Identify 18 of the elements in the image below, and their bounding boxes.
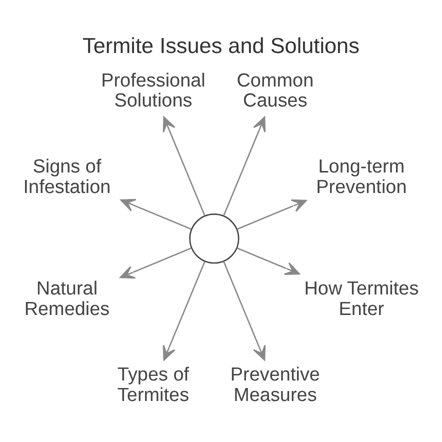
- node-text: Types of Termites: [117, 364, 190, 406]
- node-text: Natural Remedies: [24, 278, 110, 320]
- arrow: [162, 116, 206, 216]
- node-text: Preventive Measures: [230, 364, 320, 406]
- arrow: [162, 261, 206, 361]
- arrow: [120, 248, 192, 279]
- node-text: Professional Solutions: [101, 70, 206, 112]
- diagram-title: Termite Issues and Solutions: [82, 33, 360, 58]
- arrow: [223, 261, 266, 361]
- node-text: Signs of Infestation: [23, 156, 111, 198]
- arrow: [236, 199, 307, 230]
- arrow: [236, 248, 300, 275]
- arrow: [223, 116, 266, 216]
- node-text: Long-term Prevention: [316, 156, 407, 198]
- node-text: How Termites Enter: [304, 278, 419, 320]
- node-circle: [189, 214, 240, 264]
- node-text: Common Causes: [236, 70, 314, 112]
- arrow: [120, 198, 192, 230]
